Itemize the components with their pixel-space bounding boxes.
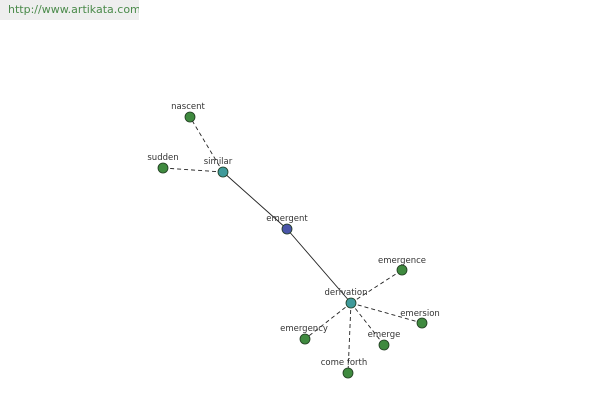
edge-emergent-similar xyxy=(222,171,288,230)
edge-similar-sudden xyxy=(162,167,224,173)
edge-similar-nascent xyxy=(189,116,224,173)
node-emergency[interactable]: emergency xyxy=(280,324,328,345)
edge-derivation-emersion xyxy=(350,302,423,324)
node-sudden-label[interactable]: sudden xyxy=(147,153,178,163)
node-emersion[interactable]: emersion xyxy=(400,309,440,329)
edge-derivation-emergence xyxy=(350,269,403,304)
node-emersion-dot[interactable] xyxy=(416,317,428,329)
node-nascent-label[interactable]: nascent xyxy=(171,102,205,112)
source-link[interactable]: http://www.artikata.com xyxy=(0,0,139,20)
node-derivation-dot[interactable] xyxy=(345,297,357,309)
node-emergence[interactable]: emergence xyxy=(378,256,426,276)
node-sudden[interactable]: sudden xyxy=(147,153,179,174)
edge-derivation-come-forth xyxy=(347,302,352,374)
node-similar-dot[interactable] xyxy=(217,166,229,178)
node-emergent[interactable]: emergent xyxy=(266,214,308,235)
edge-derivation-emergency xyxy=(304,302,352,340)
node-nascent[interactable]: nascent xyxy=(171,102,205,123)
node-similar-label[interactable]: similar xyxy=(204,157,233,167)
node-similar[interactable]: similar xyxy=(204,157,233,178)
node-emergent-label[interactable]: emergent xyxy=(266,214,308,224)
node-derivation[interactable]: derivation xyxy=(324,288,368,309)
graph-nodes: emergent similar derivation nascent sudden em… xyxy=(147,102,440,379)
node-sudden-dot[interactable] xyxy=(157,162,169,174)
node-emerge-dot[interactable] xyxy=(378,339,390,351)
edge-derivation-emerge xyxy=(350,302,385,346)
node-emerge-label[interactable]: emerge xyxy=(368,330,401,340)
node-derivation-label[interactable]: derivation xyxy=(324,288,367,298)
node-emerge[interactable]: emerge xyxy=(368,330,401,351)
graph-edges xyxy=(162,116,423,374)
node-emergence-label[interactable]: emergence xyxy=(378,256,426,266)
node-nascent-dot[interactable] xyxy=(184,111,196,123)
node-emergence-dot[interactable] xyxy=(396,264,408,276)
edge-emergent-derivation xyxy=(286,228,352,304)
node-come-forth[interactable]: come forth xyxy=(321,358,368,379)
node-come-forth-dot[interactable] xyxy=(342,367,354,379)
node-come-forth-label[interactable]: come forth xyxy=(321,358,368,368)
node-emergency-label[interactable]: emergency xyxy=(280,324,328,334)
node-emersion-label[interactable]: emersion xyxy=(400,309,440,319)
node-emergent-dot[interactable] xyxy=(281,223,293,235)
node-emergency-dot[interactable] xyxy=(299,333,311,345)
